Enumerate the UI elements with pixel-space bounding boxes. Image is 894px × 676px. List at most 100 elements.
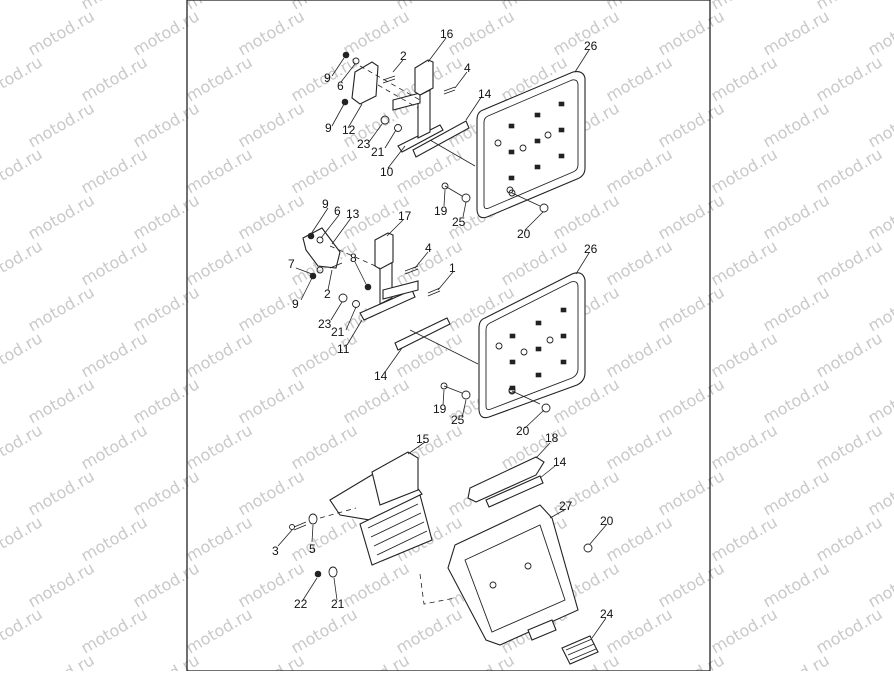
- watermark-text: motod.ru: [130, 282, 203, 335]
- watermark-text: motod.ru: [655, 374, 728, 427]
- watermark-text: motod.ru: [0, 328, 46, 381]
- watermark-text: motod.ru: [130, 466, 203, 519]
- callout-26: 26: [584, 242, 598, 256]
- watermark-text: motod.ru: [0, 604, 46, 657]
- watermark-text: motod.ru: [78, 144, 151, 197]
- callout-9: 9: [322, 197, 329, 211]
- watermark-text: motod.ru: [445, 650, 518, 671]
- watermark-text: motod.ru: [760, 282, 833, 335]
- watermark-text: motod.ru: [813, 236, 886, 289]
- callout-9: 9: [325, 121, 332, 135]
- watermark-text: motod.ru: [760, 374, 833, 427]
- watermark-text: motod.ru: [655, 650, 728, 671]
- watermark-text: motod.ru: [0, 420, 46, 473]
- callout-22: 22: [294, 597, 308, 611]
- callout-4: 4: [425, 241, 432, 255]
- watermark-text: motod.ru: [235, 374, 308, 427]
- callout-21: 21: [331, 597, 345, 611]
- watermark-text: motod.ru: [25, 558, 98, 611]
- watermark-text: motod.ru: [760, 650, 833, 671]
- callout-19: 19: [433, 402, 447, 416]
- watermark-text: motod.ru: [183, 420, 256, 473]
- license-plate-top: [477, 72, 585, 218]
- watermark-text: motod.ru: [393, 144, 466, 197]
- watermark-text: motod.ru: [813, 420, 886, 473]
- watermark-text: motod.ru: [130, 558, 203, 611]
- watermark-text: motod.ru: [130, 190, 203, 243]
- watermark-text: motod.ru: [813, 52, 886, 105]
- watermark-text: motod.ru: [25, 98, 98, 151]
- watermark-text: motod.ru: [708, 604, 781, 657]
- watermark-text: motod.ru: [603, 236, 676, 289]
- watermark-text: motod.ru: [655, 190, 728, 243]
- callout-16: 16: [440, 27, 454, 41]
- watermark-text: motod.ru: [393, 604, 466, 657]
- callout-20: 20: [600, 514, 614, 528]
- watermark-text: motod.ru: [655, 6, 728, 59]
- watermark-text: motod.ru: [760, 466, 833, 519]
- watermark-text: motod.ru: [603, 604, 676, 657]
- callout-2: 2: [400, 49, 407, 63]
- watermark-text: motod.ru: [0, 236, 46, 289]
- watermark-text: motod.ru: [78, 236, 151, 289]
- callout-18: 18: [545, 431, 559, 445]
- watermark-text: motod.ru: [25, 466, 98, 519]
- callout-23: 23: [357, 137, 371, 151]
- watermark-text: motod.ru: [25, 190, 98, 243]
- callout-24: 24: [600, 607, 614, 621]
- callout-11: 11: [337, 342, 350, 356]
- callout-14: 14: [478, 87, 492, 101]
- watermark-text: motod.ru: [0, 512, 46, 565]
- watermark-text: motod.ru: [865, 98, 894, 151]
- watermark-text: motod.ru: [183, 512, 256, 565]
- watermark-text: motod.ru: [0, 52, 46, 105]
- callout-2: 2: [324, 287, 331, 301]
- watermark-text: motod.ru: [708, 52, 781, 105]
- watermark-text: motod.ru: [655, 558, 728, 611]
- watermark-text: motod.ru: [235, 190, 308, 243]
- watermark-text: motod.ru: [78, 420, 151, 473]
- callout-8: 8: [350, 251, 357, 265]
- watermark-text: motod.ru: [235, 6, 308, 59]
- watermark-text: motod.ru: [130, 650, 203, 671]
- callout-21: 21: [331, 325, 345, 339]
- callout-1: 1: [449, 261, 456, 275]
- watermark-text: motod.ru: [445, 6, 518, 59]
- watermark-text: motod.ru: [603, 420, 676, 473]
- watermark-text: motod.ru: [603, 328, 676, 381]
- watermark-text: motod.ru: [183, 604, 256, 657]
- callout-21: 21: [371, 145, 385, 159]
- watermark-text: motod.ru: [550, 190, 623, 243]
- callout-15: 15: [416, 432, 430, 446]
- watermark-text: motod.ru: [760, 190, 833, 243]
- watermark-text: motod.ru: [655, 282, 728, 335]
- watermark-text: motod.ru: [708, 236, 781, 289]
- callout-10: 10: [380, 165, 394, 179]
- watermark-text: motod.ru: [340, 650, 413, 671]
- watermark-text: motod.ru: [183, 144, 256, 197]
- watermark-text: motod.ru: [655, 466, 728, 519]
- watermark-text: motod.ru: [78, 328, 151, 381]
- watermark-text: motod.ru: [655, 98, 728, 151]
- callout-5: 5: [309, 542, 316, 556]
- callout-20: 20: [517, 227, 531, 241]
- callout-7: 7: [288, 257, 295, 271]
- bracket-17: [375, 233, 393, 269]
- bracket-16: [415, 60, 433, 95]
- callout-6: 6: [337, 79, 344, 93]
- reflector-24: [562, 636, 598, 664]
- watermark-text: motod.ru: [78, 604, 151, 657]
- callout-6: 6: [334, 204, 341, 218]
- callout-14: 14: [374, 369, 388, 383]
- watermark-text: motod.ru: [130, 98, 203, 151]
- watermark-text: motod.ru: [865, 374, 894, 427]
- callout-19: 19: [434, 204, 448, 218]
- callout-12: 12: [342, 123, 356, 137]
- watermark-text: motod.ru: [183, 236, 256, 289]
- watermark-text: motod.ru: [760, 6, 833, 59]
- watermark-text: motod.ru: [0, 144, 46, 197]
- watermark-text: motod.ru: [813, 604, 886, 657]
- watermark-text: motod.ru: [603, 144, 676, 197]
